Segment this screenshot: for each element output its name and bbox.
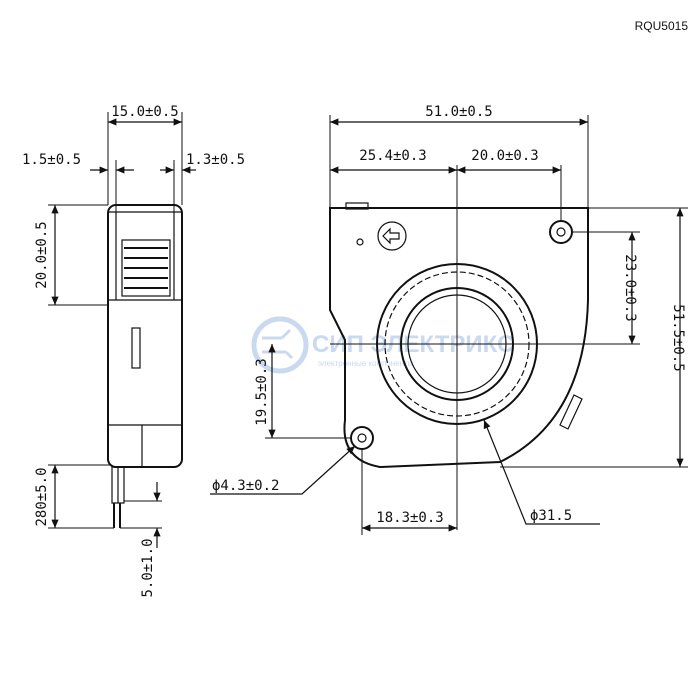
dim-left-offset: 1.5±0.5 <box>22 152 81 168</box>
rotation-arrow-icon <box>377 221 407 251</box>
dim-left-to-center: 25.4±0.3 <box>359 148 426 164</box>
dim-center-to-lower-hole: 19.5±0.3 <box>254 358 270 425</box>
dim-right-offset: 1.3±0.5 <box>186 152 245 168</box>
dim-side-width: 15.0±0.5 <box>111 104 178 120</box>
dim-overall-width: 51.0±0.5 <box>425 104 492 120</box>
dim-hole-diameter: ϕ4.3±0.2 <box>212 478 279 494</box>
dim-overall-height: 51.5±0.5 <box>670 304 686 371</box>
dim-outlet-height: 20.0±0.5 <box>34 221 50 288</box>
side-view: 15.0±0.5 1.5±0.5 1.3±0.5 20.0±0.5 280±5.… <box>22 104 245 598</box>
watermark-tagline: электронные компоненты <box>318 359 414 368</box>
model-number: RQU5015 <box>635 19 689 33</box>
front-view: 51.0±0.5 25.4±0.3 20.0±0.3 23.0±0.3 51.5… <box>210 104 688 535</box>
dim-impeller-diameter: ϕ31.5 <box>530 508 572 524</box>
dim-lead-strip: 5.0±1.0 <box>140 538 156 597</box>
dim-lead-length: 280±5.0 <box>34 467 50 526</box>
dim-hole-to-center-vertical: 23.0±0.3 <box>622 254 638 321</box>
dim-lower-hole-to-center: 18.3±0.3 <box>376 510 443 526</box>
dim-center-to-hole: 20.0±0.3 <box>471 148 538 164</box>
